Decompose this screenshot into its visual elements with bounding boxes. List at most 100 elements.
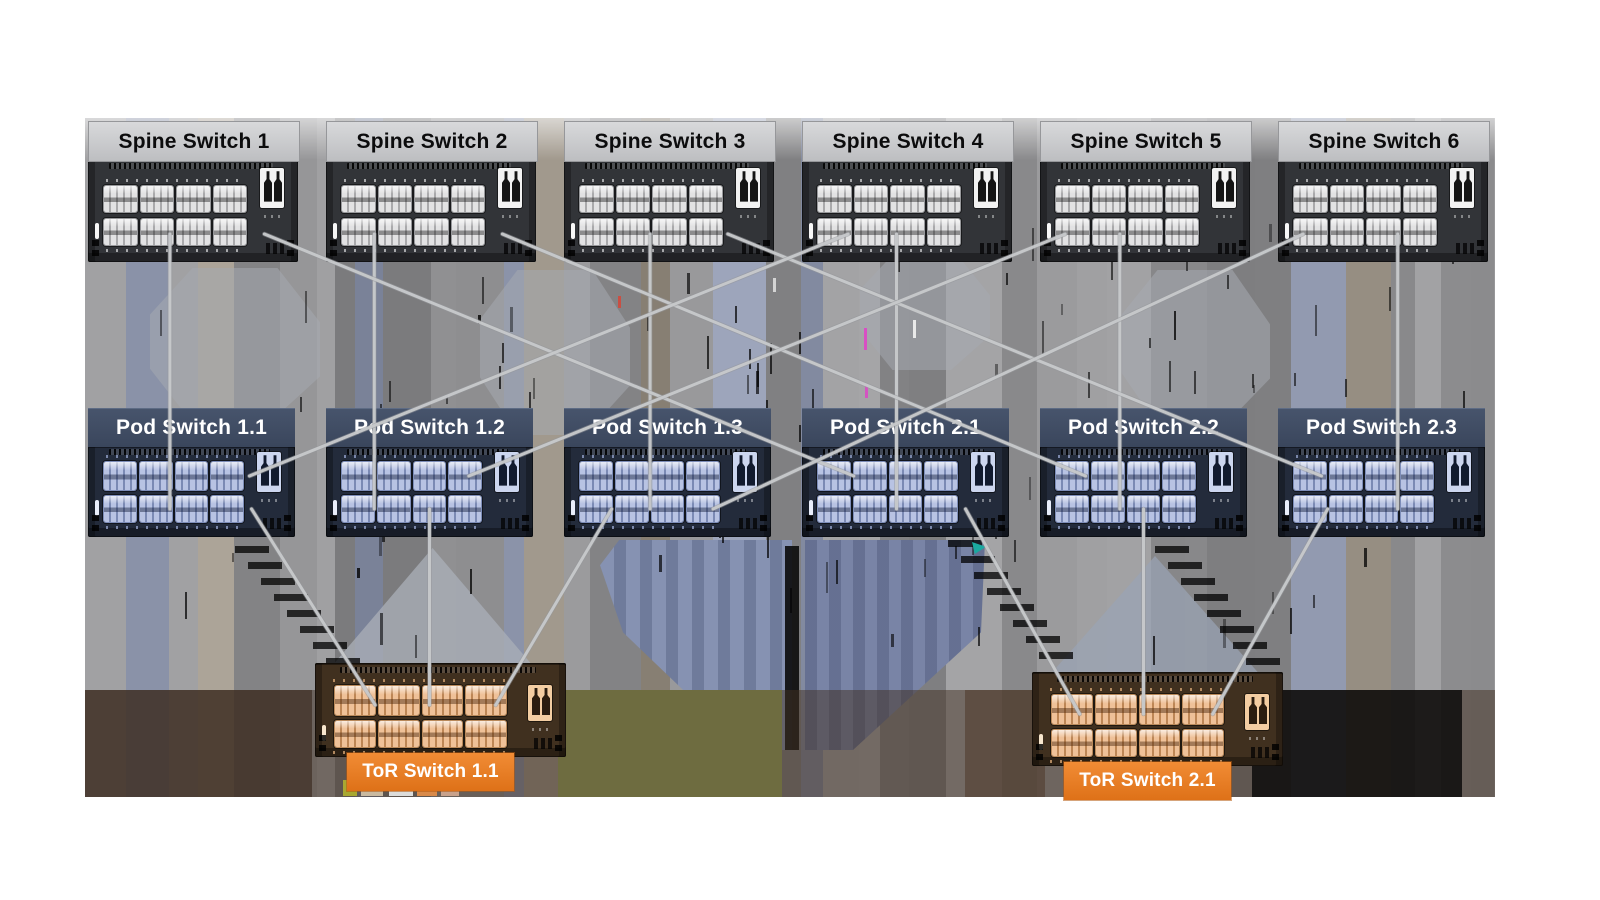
uplink-connector-icon	[975, 455, 983, 486]
vent-grid	[1453, 518, 1471, 529]
status-leds	[1249, 737, 1267, 740]
rack-ear	[1036, 754, 1043, 760]
uplink-module	[257, 452, 281, 492]
background-shape	[1290, 608, 1293, 635]
port-group	[853, 462, 886, 490]
rack-ear	[1474, 525, 1481, 531]
led-bar	[1039, 734, 1043, 750]
rack-ear	[1282, 250, 1289, 256]
port-group	[891, 219, 924, 245]
port-number-ticks	[106, 455, 239, 458]
port-row	[335, 721, 506, 747]
port-group	[177, 219, 210, 245]
port-row	[104, 219, 246, 245]
vent-grille	[1298, 449, 1461, 455]
rack-ear	[92, 525, 99, 531]
background-shape	[1087, 372, 1090, 398]
port-group	[466, 686, 506, 715]
uplink-connector-icon	[512, 171, 520, 202]
rack-ear	[525, 250, 532, 256]
background-shape	[1207, 610, 1241, 617]
uplink-connector-icon	[502, 171, 510, 202]
port-group	[1139, 730, 1180, 756]
background-shape	[300, 397, 303, 413]
vent-grille	[1299, 163, 1463, 169]
rack-ear	[1474, 515, 1481, 521]
pod-1.3-label: Pod Switch 1.3	[564, 408, 771, 447]
rack-ear	[568, 240, 575, 246]
vent-grille	[109, 163, 273, 169]
rack-ear	[760, 525, 767, 531]
background-shape	[955, 545, 958, 560]
port-group	[1052, 730, 1092, 756]
background-shape	[379, 612, 383, 646]
background-shape	[865, 384, 868, 398]
rack-ear	[998, 525, 1005, 531]
background-shape	[825, 561, 828, 594]
led-bar	[1285, 500, 1289, 516]
spine-5-chassis	[1040, 160, 1250, 262]
port-group	[927, 186, 960, 212]
port-group	[1165, 186, 1198, 212]
port-group	[1056, 496, 1088, 522]
background-shape	[1246, 658, 1280, 665]
pod-2.3-label: Pod Switch 2.3	[1278, 408, 1485, 447]
port-number-ticks	[106, 249, 242, 252]
port-group	[139, 496, 172, 522]
port-number-ticks	[820, 526, 953, 529]
port-number-ticks	[820, 249, 956, 252]
port-group	[377, 496, 410, 522]
background-shape	[1223, 619, 1227, 649]
vent-grille	[1057, 676, 1253, 682]
background-shape	[961, 556, 995, 563]
background-shape	[232, 552, 235, 563]
rack-ear	[555, 735, 562, 741]
uplink-module	[1212, 168, 1236, 208]
background-shape	[1193, 371, 1196, 395]
port-row	[1294, 186, 1436, 212]
port-group	[451, 186, 484, 212]
background-shape	[1345, 378, 1348, 397]
port-number-ticks	[582, 249, 718, 252]
uplink-module	[1450, 168, 1474, 208]
port-group	[378, 219, 411, 245]
port-group	[1294, 462, 1326, 490]
port-group	[451, 219, 484, 245]
rack-ear	[1272, 744, 1279, 750]
background-shape	[1026, 636, 1060, 643]
background-shape	[414, 635, 417, 659]
port-group	[854, 186, 887, 212]
vent-grid	[977, 518, 995, 529]
background-shape	[1269, 224, 1273, 242]
rack-ear	[287, 250, 294, 256]
port-number-ticks	[333, 751, 510, 754]
uplink-connector-icon	[1226, 171, 1234, 202]
rack-ear	[1236, 515, 1243, 521]
background-shape	[1152, 635, 1155, 666]
tor-1.1-chassis	[315, 663, 566, 757]
port-number-ticks	[1050, 760, 1227, 763]
background-shape	[85, 690, 312, 797]
rack-ear	[1001, 240, 1008, 246]
port-number-ticks	[582, 455, 715, 458]
port-number-ticks	[820, 455, 953, 458]
uplink-module	[260, 168, 284, 208]
port-group	[422, 721, 463, 747]
port-row	[1056, 186, 1198, 212]
port-group	[104, 186, 137, 212]
vent-grid	[263, 518, 281, 529]
background-shape	[1220, 626, 1254, 633]
led-bar	[809, 500, 813, 516]
rack-ear	[1282, 515, 1289, 521]
rack-ear	[284, 525, 291, 531]
port-group	[1367, 186, 1400, 212]
background-shape	[150, 268, 320, 423]
port-group	[377, 462, 410, 490]
uplink-connector-icon	[747, 455, 755, 486]
background-shape	[1181, 578, 1215, 585]
background-shape	[1251, 374, 1254, 388]
background-shape	[766, 526, 769, 559]
spine-4-label: Spine Switch 4	[802, 121, 1014, 162]
background-shape	[798, 424, 801, 443]
background-shape	[1168, 562, 1202, 569]
